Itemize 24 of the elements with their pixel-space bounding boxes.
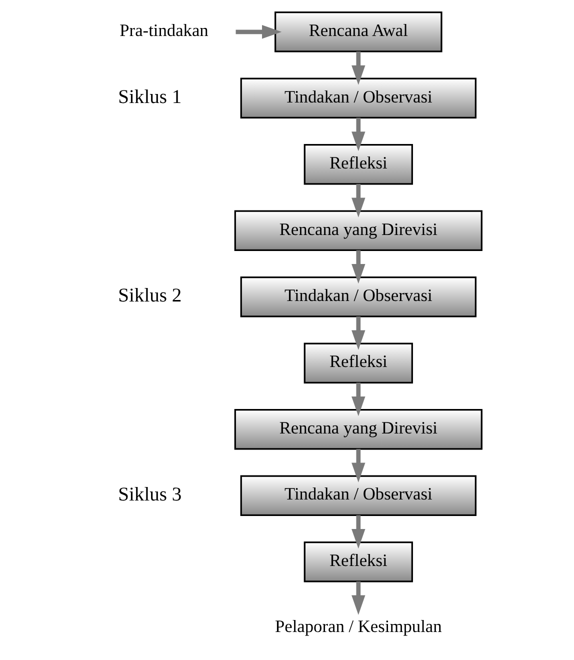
node-text: Pelaporan / Kesimpulan: [274, 617, 442, 636]
node-box: Refleksi: [304, 144, 413, 185]
arrow: [352, 250, 366, 284]
label: Siklus 1: [118, 86, 182, 108]
node-box: Tindakan / Observasi: [240, 475, 476, 516]
arrow: [352, 581, 366, 615]
node-box: Refleksi: [304, 541, 413, 582]
arrow: [352, 184, 366, 218]
node-box: Tindakan / Observasi: [240, 78, 476, 118]
node-box: Refleksi: [304, 342, 413, 384]
arrow: [352, 316, 366, 350]
label: Siklus 2: [118, 286, 182, 307]
arrow: [352, 382, 366, 416]
arrow: [352, 448, 366, 482]
node-box: Rencana yang Direvisi: [234, 409, 482, 450]
node-box: Tindakan / Observasi: [240, 276, 476, 318]
node-text: Pra-tindakan: [120, 21, 208, 40]
node-box: Rencana yang Direvisi: [234, 210, 482, 251]
arrow: [352, 52, 366, 85]
label: Siklus 3: [118, 484, 182, 506]
node-box: Rencana Awal: [274, 12, 442, 52]
arrow: [352, 118, 366, 152]
arrow: [236, 25, 282, 39]
arrow: [352, 515, 366, 549]
